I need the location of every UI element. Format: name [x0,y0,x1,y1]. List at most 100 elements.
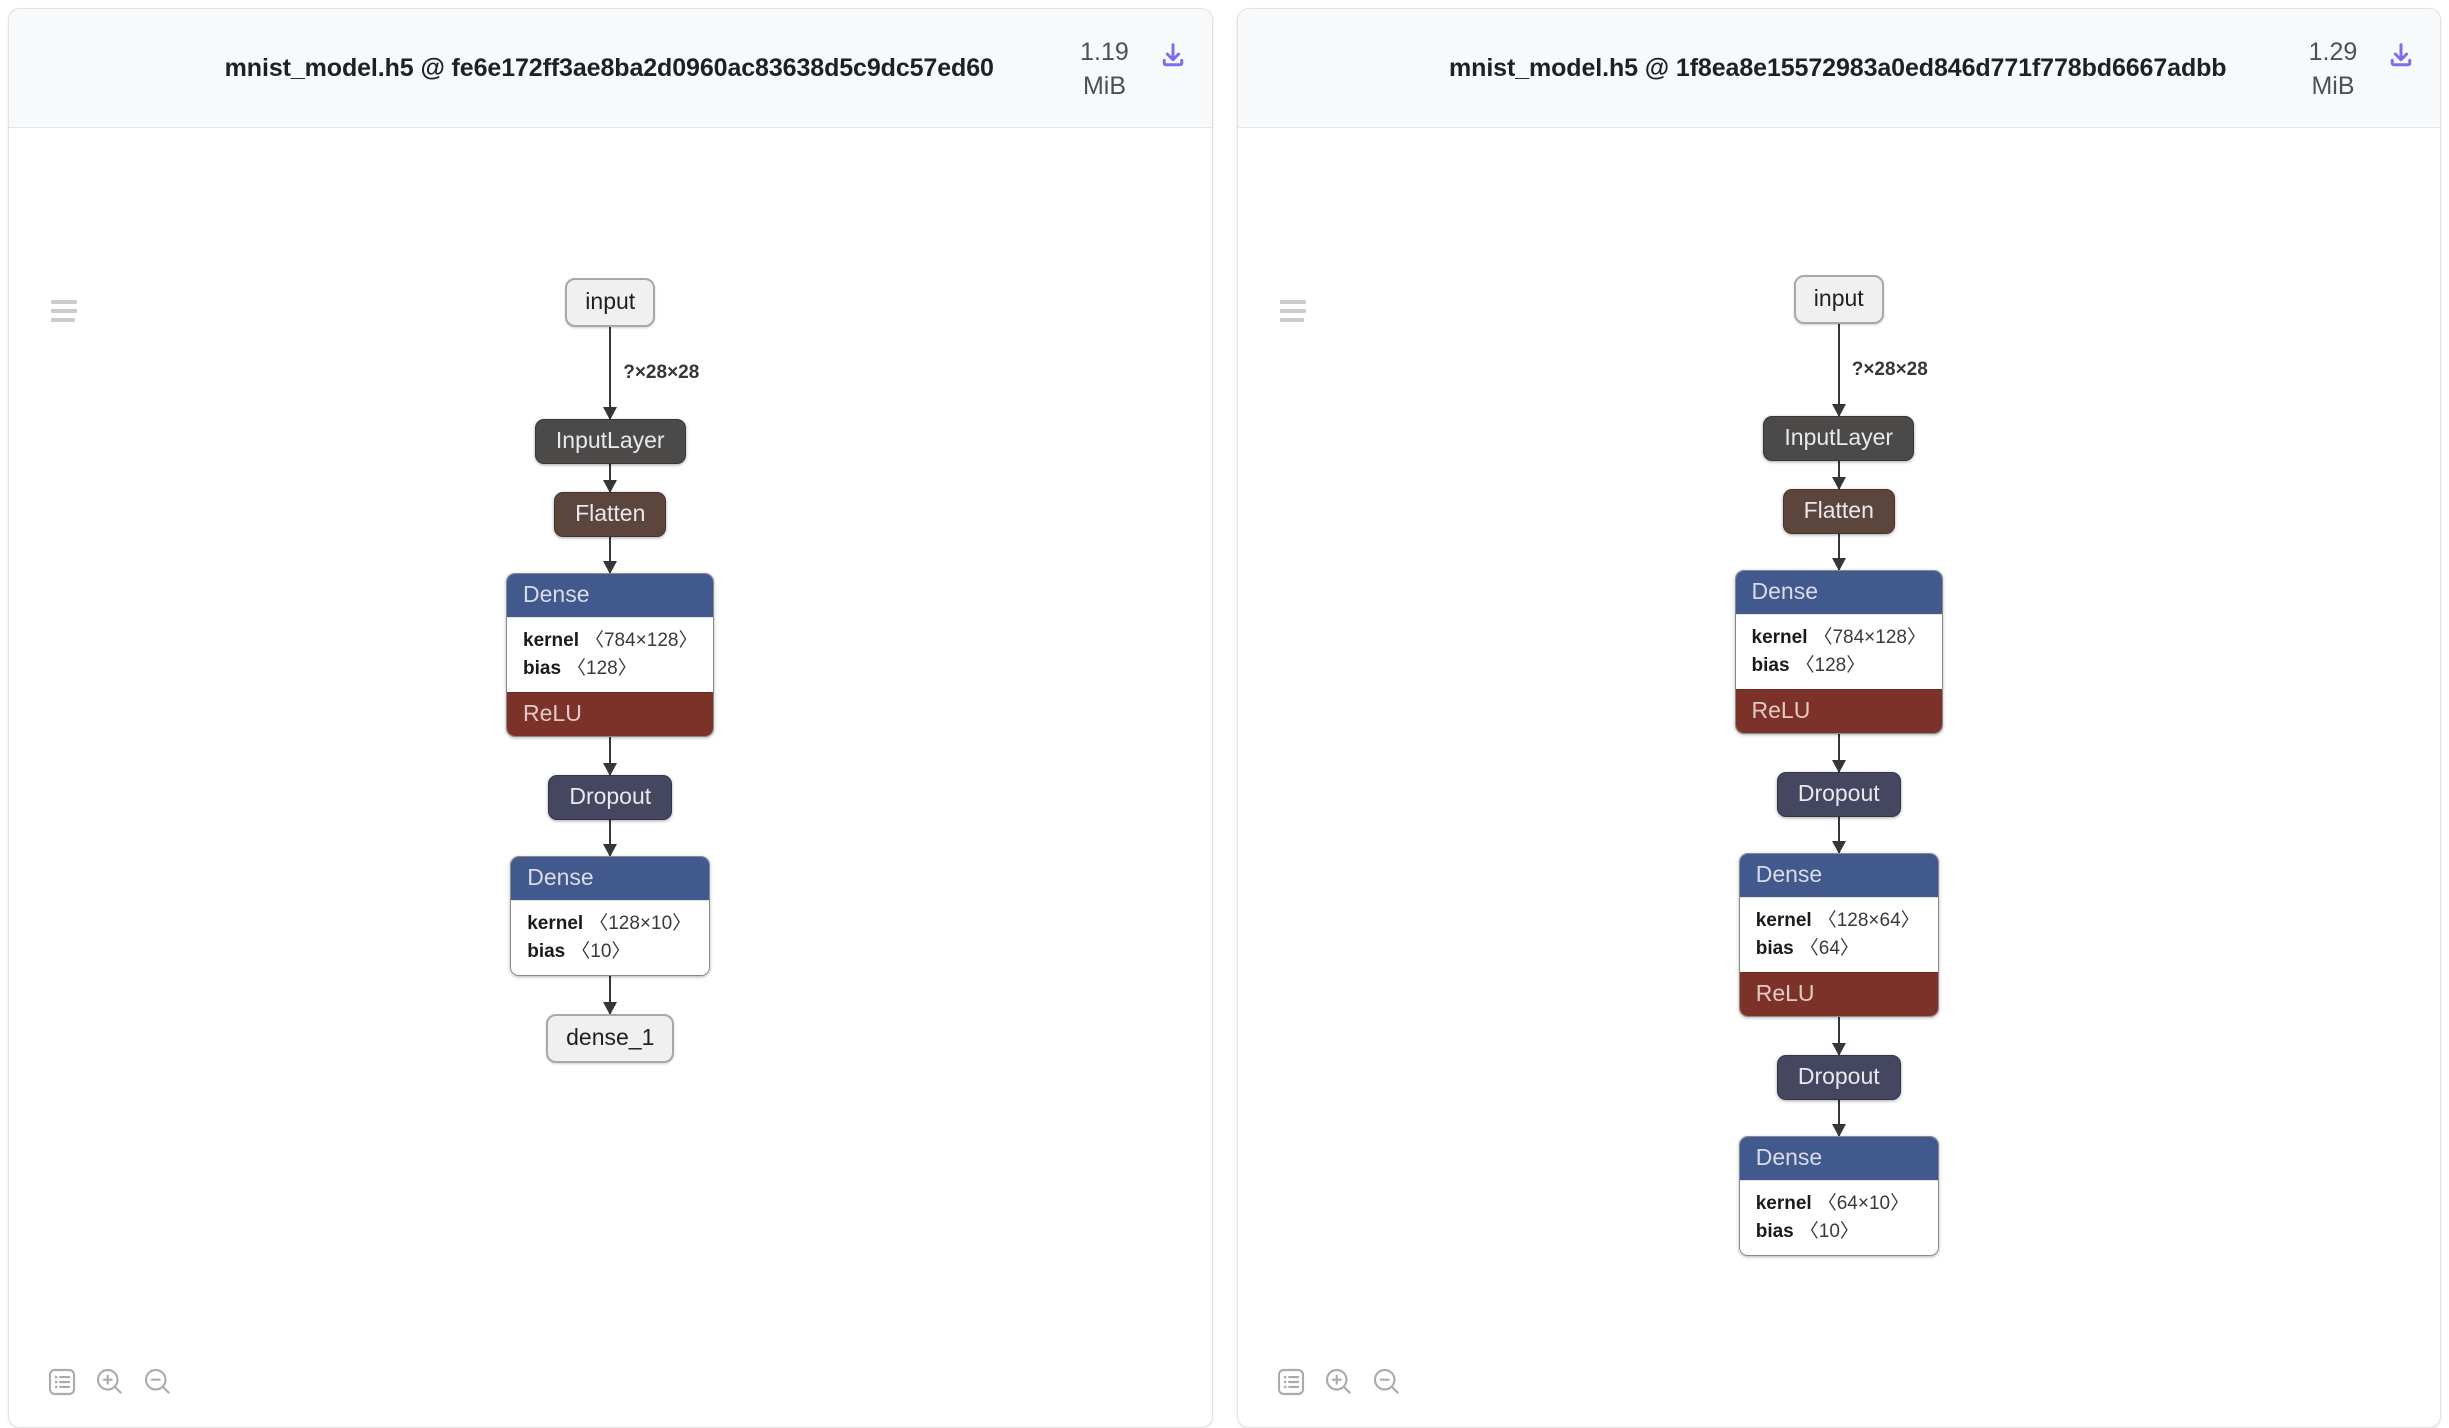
graph-node-dropout[interactable]: Dropout [1776,1055,1901,1101]
param-name: bias [523,657,562,679]
edge-shape-label: ?×28×28 [623,362,700,383]
edge-shape-label: ?×28×28 [1851,359,1928,380]
graph-edge [1837,1100,1840,1137]
graph-edge [609,976,612,1015]
graph-edge [609,537,612,573]
graph-node-title: Dense [1739,854,1938,898]
graph-node-dense_1[interactable]: dense_1 [546,1014,675,1064]
properties-list-icon[interactable] [45,1365,79,1399]
graph-node-dense[interactable]: Dense kernel〈784×128〉 bias〈128〉 ReLU [506,573,715,738]
graph-edge: ?×28×28 [1837,324,1928,416]
param-name: bias [1755,937,1794,959]
model-panel: mnist_model.h5 @ 1f8ea8e15572983a0ed846d… [1236,8,2441,1428]
graph-node-activation[interactable]: ReLU [1735,689,1942,734]
graph-node-dense[interactable]: Dense kernel〈128×10〉 bias〈10〉 [510,856,711,977]
graph-node-input[interactable]: input [1793,275,1884,324]
hamburger-bar [51,318,75,322]
hamburger-bar [51,309,77,313]
graph-node-param-row: kernel〈784×128〉 [1752,624,1926,652]
graph-node-param-row: kernel〈128×64〉 [1756,907,1922,935]
hamburger-bar [1279,300,1306,304]
graph-node-dense[interactable]: Dense kernel〈784×128〉 bias〈128〉 ReLU [1734,570,1943,735]
param-shape: 〈128〉 [1795,654,1866,676]
param-shape: 〈10〉 [571,940,631,962]
zoom-in-icon[interactable] [93,1365,127,1399]
hamburger-menu-icon[interactable] [1279,300,1306,322]
hamburger-bar [1279,309,1306,313]
param-name: bias [1755,1220,1794,1242]
graph-node-param-row: bias〈64〉 [1756,935,1922,963]
graph-node-activation[interactable]: ReLU [1739,972,1938,1017]
graph-edge [609,820,612,857]
zoom-out-icon[interactable] [1370,1365,1404,1399]
graph-node-params: kernel〈64×10〉 bias〈10〉 [1739,1180,1938,1256]
param-shape: 〈64〉 [1799,937,1859,959]
param-name: bias [1751,654,1790,676]
properties-list-icon[interactable] [1274,1365,1308,1399]
file-size-unit: MiB [2311,72,2355,100]
canvas-toolbar [45,1365,175,1399]
param-name: kernel [1751,627,1808,648]
graph-edge [1837,461,1840,489]
canvas-toolbar [1274,1365,1404,1399]
panel-header: mnist_model.h5 @ fe6e172ff3ae8ba2d0960ac… [9,9,1212,128]
graph-node-inputlayer[interactable]: InputLayer [1763,416,1915,461]
graph-node-param-row: kernel〈128×10〉 [527,910,693,938]
zoom-in-icon[interactable] [1322,1365,1356,1399]
graph-node-dropout[interactable]: Dropout [548,775,673,821]
model-file-size: 1.29 MiB [2296,35,2370,104]
graph-node-param-row: bias〈128〉 [1752,652,1926,680]
param-name: kernel [523,630,579,651]
graph-node-params: kernel〈128×64〉 bias〈64〉 [1739,897,1938,973]
file-size-unit: MiB [1082,72,1127,100]
graph-node-params: kernel〈128×10〉 bias〈10〉 [511,900,710,976]
graph-node-title: Dense [507,574,714,617]
model-file-title: mnist_model.h5 @ fe6e172ff3ae8ba2d0960ac… [224,53,994,82]
param-shape: 〈10〉 [1799,1220,1859,1242]
graph-node-dropout[interactable]: Dropout [1776,772,1901,818]
graph-edge [1837,534,1840,570]
zoom-out-icon[interactable] [141,1365,175,1399]
graph-node-params: kernel〈784×128〉 bias〈128〉 [1735,614,1942,690]
panel-header-right: 1.19 MiB [1068,33,1190,104]
graph-node-flatten[interactable]: Flatten [1782,489,1895,534]
graph-node-activation[interactable]: ReLU [507,692,714,737]
param-name: bias [527,940,566,962]
graph-node-title: Dense [511,857,710,901]
file-size-value: 1.29 [2308,37,2358,66]
graph-node-flatten[interactable]: Flatten [554,492,667,537]
graph-node-param-row: bias〈10〉 [1756,1218,1922,1246]
download-icon[interactable] [2384,39,2418,73]
graph-node-dense[interactable]: Dense kernel〈64×10〉 bias〈10〉 [1738,1136,1939,1257]
hamburger-bar [1279,318,1304,322]
graph-node-inputlayer[interactable]: InputLayer [534,419,686,464]
hamburger-menu-icon[interactable] [51,300,77,322]
graph-edge [1837,734,1840,773]
param-name: kernel [527,913,584,935]
download-icon[interactable] [1156,39,1190,73]
model-file-title: mnist_model.h5 @ 1f8ea8e15572983a0ed846d… [1449,53,2227,82]
model-file-size: 1.19 MiB [1068,35,1142,104]
param-shape: 〈128〉 [567,657,637,679]
graph-node-title: Dense [1739,1137,1938,1181]
graph-node-param-row: kernel〈64×10〉 [1756,1190,1922,1218]
file-size-value: 1.19 [1080,37,1129,66]
graph-node-param-row: kernel〈784×128〉 [523,627,697,655]
graph-node-input[interactable]: input [565,278,656,327]
graph-node-param-row: bias〈128〉 [523,655,697,683]
graph-node-title: Dense [1735,571,1942,614]
param-shape: 〈784×128〉 [1813,627,1926,648]
graph-node-param-row: bias〈10〉 [527,938,693,966]
panel-header: mnist_model.h5 @ 1f8ea8e15572983a0ed846d… [1237,9,2440,128]
param-shape: 〈128×10〉 [589,913,692,935]
graph-node-dense[interactable]: Dense kernel〈128×64〉 bias〈64〉 ReLU [1738,853,1939,1018]
graph-node-params: kernel〈784×128〉 bias〈128〉 [507,617,714,693]
graph-edge: ?×28×28 [609,327,699,419]
graph-edge [609,464,612,492]
model-panel: mnist_model.h5 @ fe6e172ff3ae8ba2d0960ac… [8,8,1213,1428]
